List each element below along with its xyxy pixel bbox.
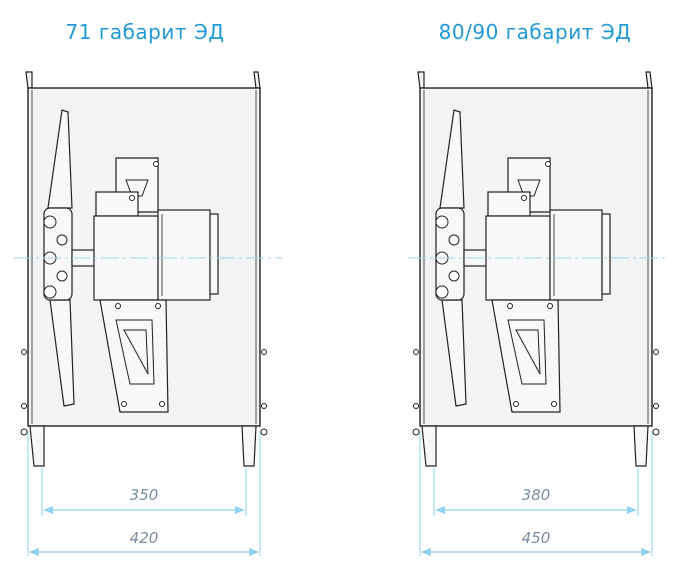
fan-drawing-80-90 (412, 71, 660, 467)
dimension-label-outer: 420 (130, 529, 159, 547)
fan-drawing-71 (20, 71, 268, 467)
dimension-label-inner: 350 (130, 486, 159, 504)
diagram-title-71: 71 габарит ЭД (65, 20, 225, 44)
dimension-label-inner: 380 (522, 486, 551, 504)
dimension-group-80-90: 380 450 (419, 430, 653, 556)
diagram-title-80-90: 80/90 габарит ЭД (438, 20, 632, 44)
dimension-group-71: 350 420 (27, 430, 261, 556)
dimension-label-outer: 450 (522, 529, 551, 547)
